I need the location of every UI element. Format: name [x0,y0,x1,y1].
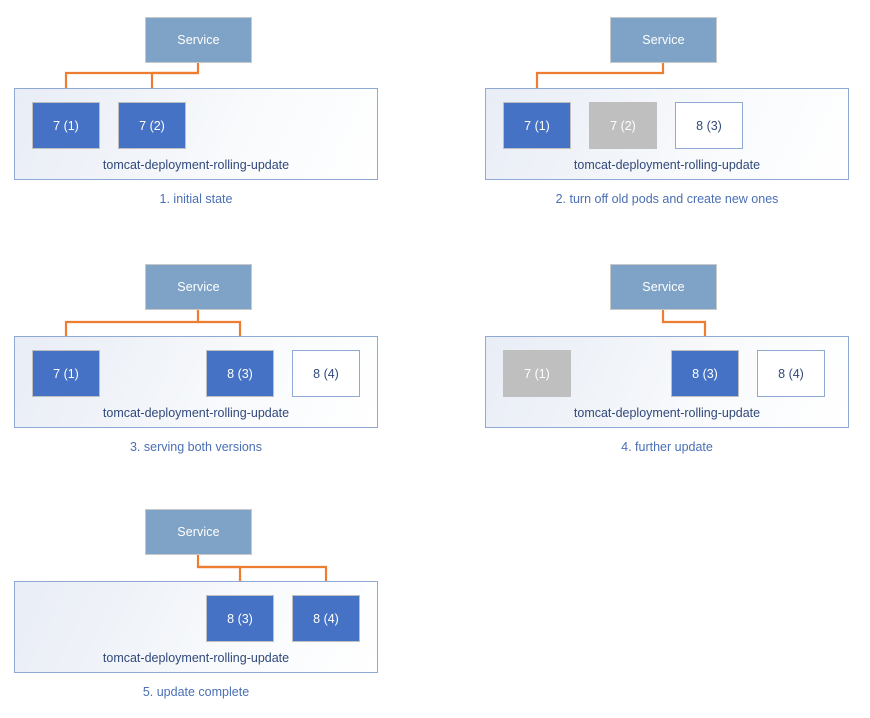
service-box-panel-3[interactable]: Service [145,264,252,310]
pod-panel-4-slot-4[interactable]: 8 (4) [757,350,825,397]
deployment-label-panel-3: tomcat-deployment-rolling-update [102,406,290,420]
pod-panel-4-slot-3[interactable]: 8 (3) [671,350,739,397]
deployment-label-panel-2: tomcat-deployment-rolling-update [573,158,761,172]
pod-panel-5-slot-4[interactable]: 8 (4) [292,595,360,642]
pod-panel-3-slot-4[interactable]: 8 (4) [292,350,360,397]
pod-panel-2-slot-2[interactable]: 7 (2) [589,102,657,149]
pod-panel-5-slot-3[interactable]: 8 (3) [206,595,274,642]
caption-panel-4: 4. further update [621,440,713,454]
caption-panel-1: 1. initial state [159,192,233,206]
service-box-panel-1[interactable]: Service [145,17,252,63]
deployment-label-panel-5: tomcat-deployment-rolling-update [102,651,290,665]
pod-panel-1-slot-2[interactable]: 7 (2) [118,102,186,149]
pod-panel-3-slot-1[interactable]: 7 (1) [32,350,100,397]
caption-panel-5: 5. update complete [142,685,250,699]
deployment-label-panel-4: tomcat-deployment-rolling-update [573,406,761,420]
pod-panel-3-slot-3[interactable]: 8 (3) [206,350,274,397]
deployment-label-panel-1: tomcat-deployment-rolling-update [102,158,290,172]
service-box-panel-2[interactable]: Service [610,17,717,63]
pod-panel-2-slot-3[interactable]: 8 (3) [675,102,743,149]
service-box-panel-5[interactable]: Service [145,509,252,555]
pod-panel-2-slot-1[interactable]: 7 (1) [503,102,571,149]
service-box-panel-4[interactable]: Service [610,264,717,310]
pod-panel-4-slot-1[interactable]: 7 (1) [503,350,571,397]
pod-panel-1-slot-1[interactable]: 7 (1) [32,102,100,149]
caption-panel-2: 2. turn off old pods and create new ones [555,192,779,206]
caption-panel-3: 3. serving both versions [129,440,262,454]
